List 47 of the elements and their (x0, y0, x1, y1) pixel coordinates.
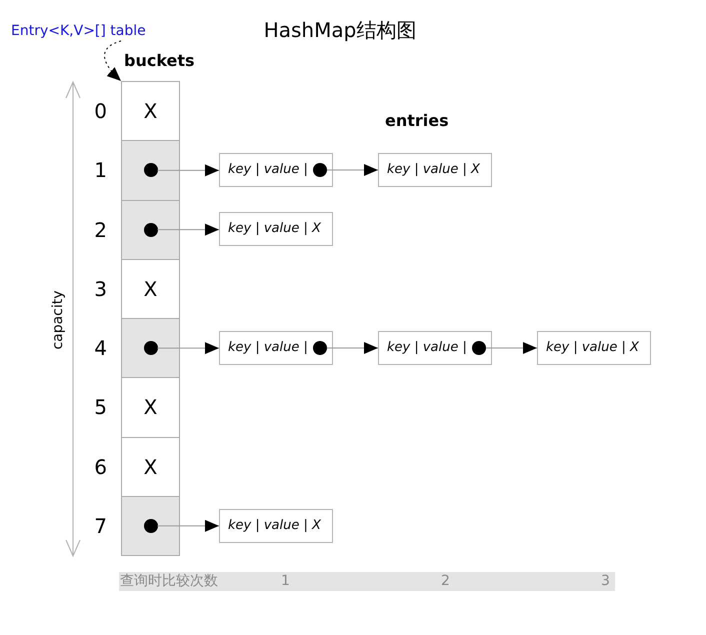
entry-box: key | value | X (537, 331, 651, 365)
arrow (157, 224, 220, 236)
count-number: 2 (441, 572, 450, 591)
index-number: 1 (94, 158, 107, 182)
diagram-title: HashMap结构图 (264, 17, 416, 44)
entry-box: key | value | X (219, 509, 333, 543)
arrow (326, 342, 378, 354)
array-label: Entry<K,V>[] table (11, 22, 146, 40)
bucket-cell (121, 140, 180, 200)
entry-text: key | value | (228, 162, 308, 177)
arrow (157, 342, 220, 354)
arrow (157, 164, 220, 176)
row-label: 查询时比较次数 (120, 572, 218, 591)
pointer-dot (144, 341, 158, 356)
bucket-cell (121, 200, 180, 260)
entry-box (378, 331, 492, 365)
pointer-dot (313, 163, 327, 177)
index-number: 0 (94, 99, 107, 124)
arrow (157, 520, 220, 532)
entry-text: key | value | (228, 340, 308, 355)
index-number: 2 (94, 218, 107, 242)
bucket-cell (121, 318, 180, 378)
pointer-dot (472, 341, 486, 355)
arrow (326, 164, 378, 176)
comparison-bar (119, 572, 615, 591)
bucket-cell (121, 496, 180, 556)
entry-box (219, 331, 333, 365)
index-number: 3 (94, 276, 107, 301)
count-number: 1 (281, 572, 290, 591)
pointer-dot (144, 518, 158, 533)
pointer-dot (313, 341, 327, 355)
count-number: 3 (601, 572, 610, 591)
arrow (486, 342, 538, 354)
array-heading: buckets (124, 51, 195, 70)
pointer-dot (144, 163, 158, 178)
index-number: 7 (94, 514, 107, 538)
index-number: 6 (94, 454, 107, 479)
column-heading: entries (385, 111, 449, 130)
entry-box: key | value | X (378, 153, 492, 187)
dotted-arrow (104, 40, 122, 82)
entry-box (219, 153, 333, 187)
pointer-dot (144, 222, 158, 237)
entry-text: key | value | (387, 340, 467, 355)
index-number: 5 (94, 395, 107, 420)
dimension-label: capacity (50, 290, 66, 350)
entry-box: key | value | X (219, 212, 333, 246)
index-number: 4 (94, 336, 107, 360)
